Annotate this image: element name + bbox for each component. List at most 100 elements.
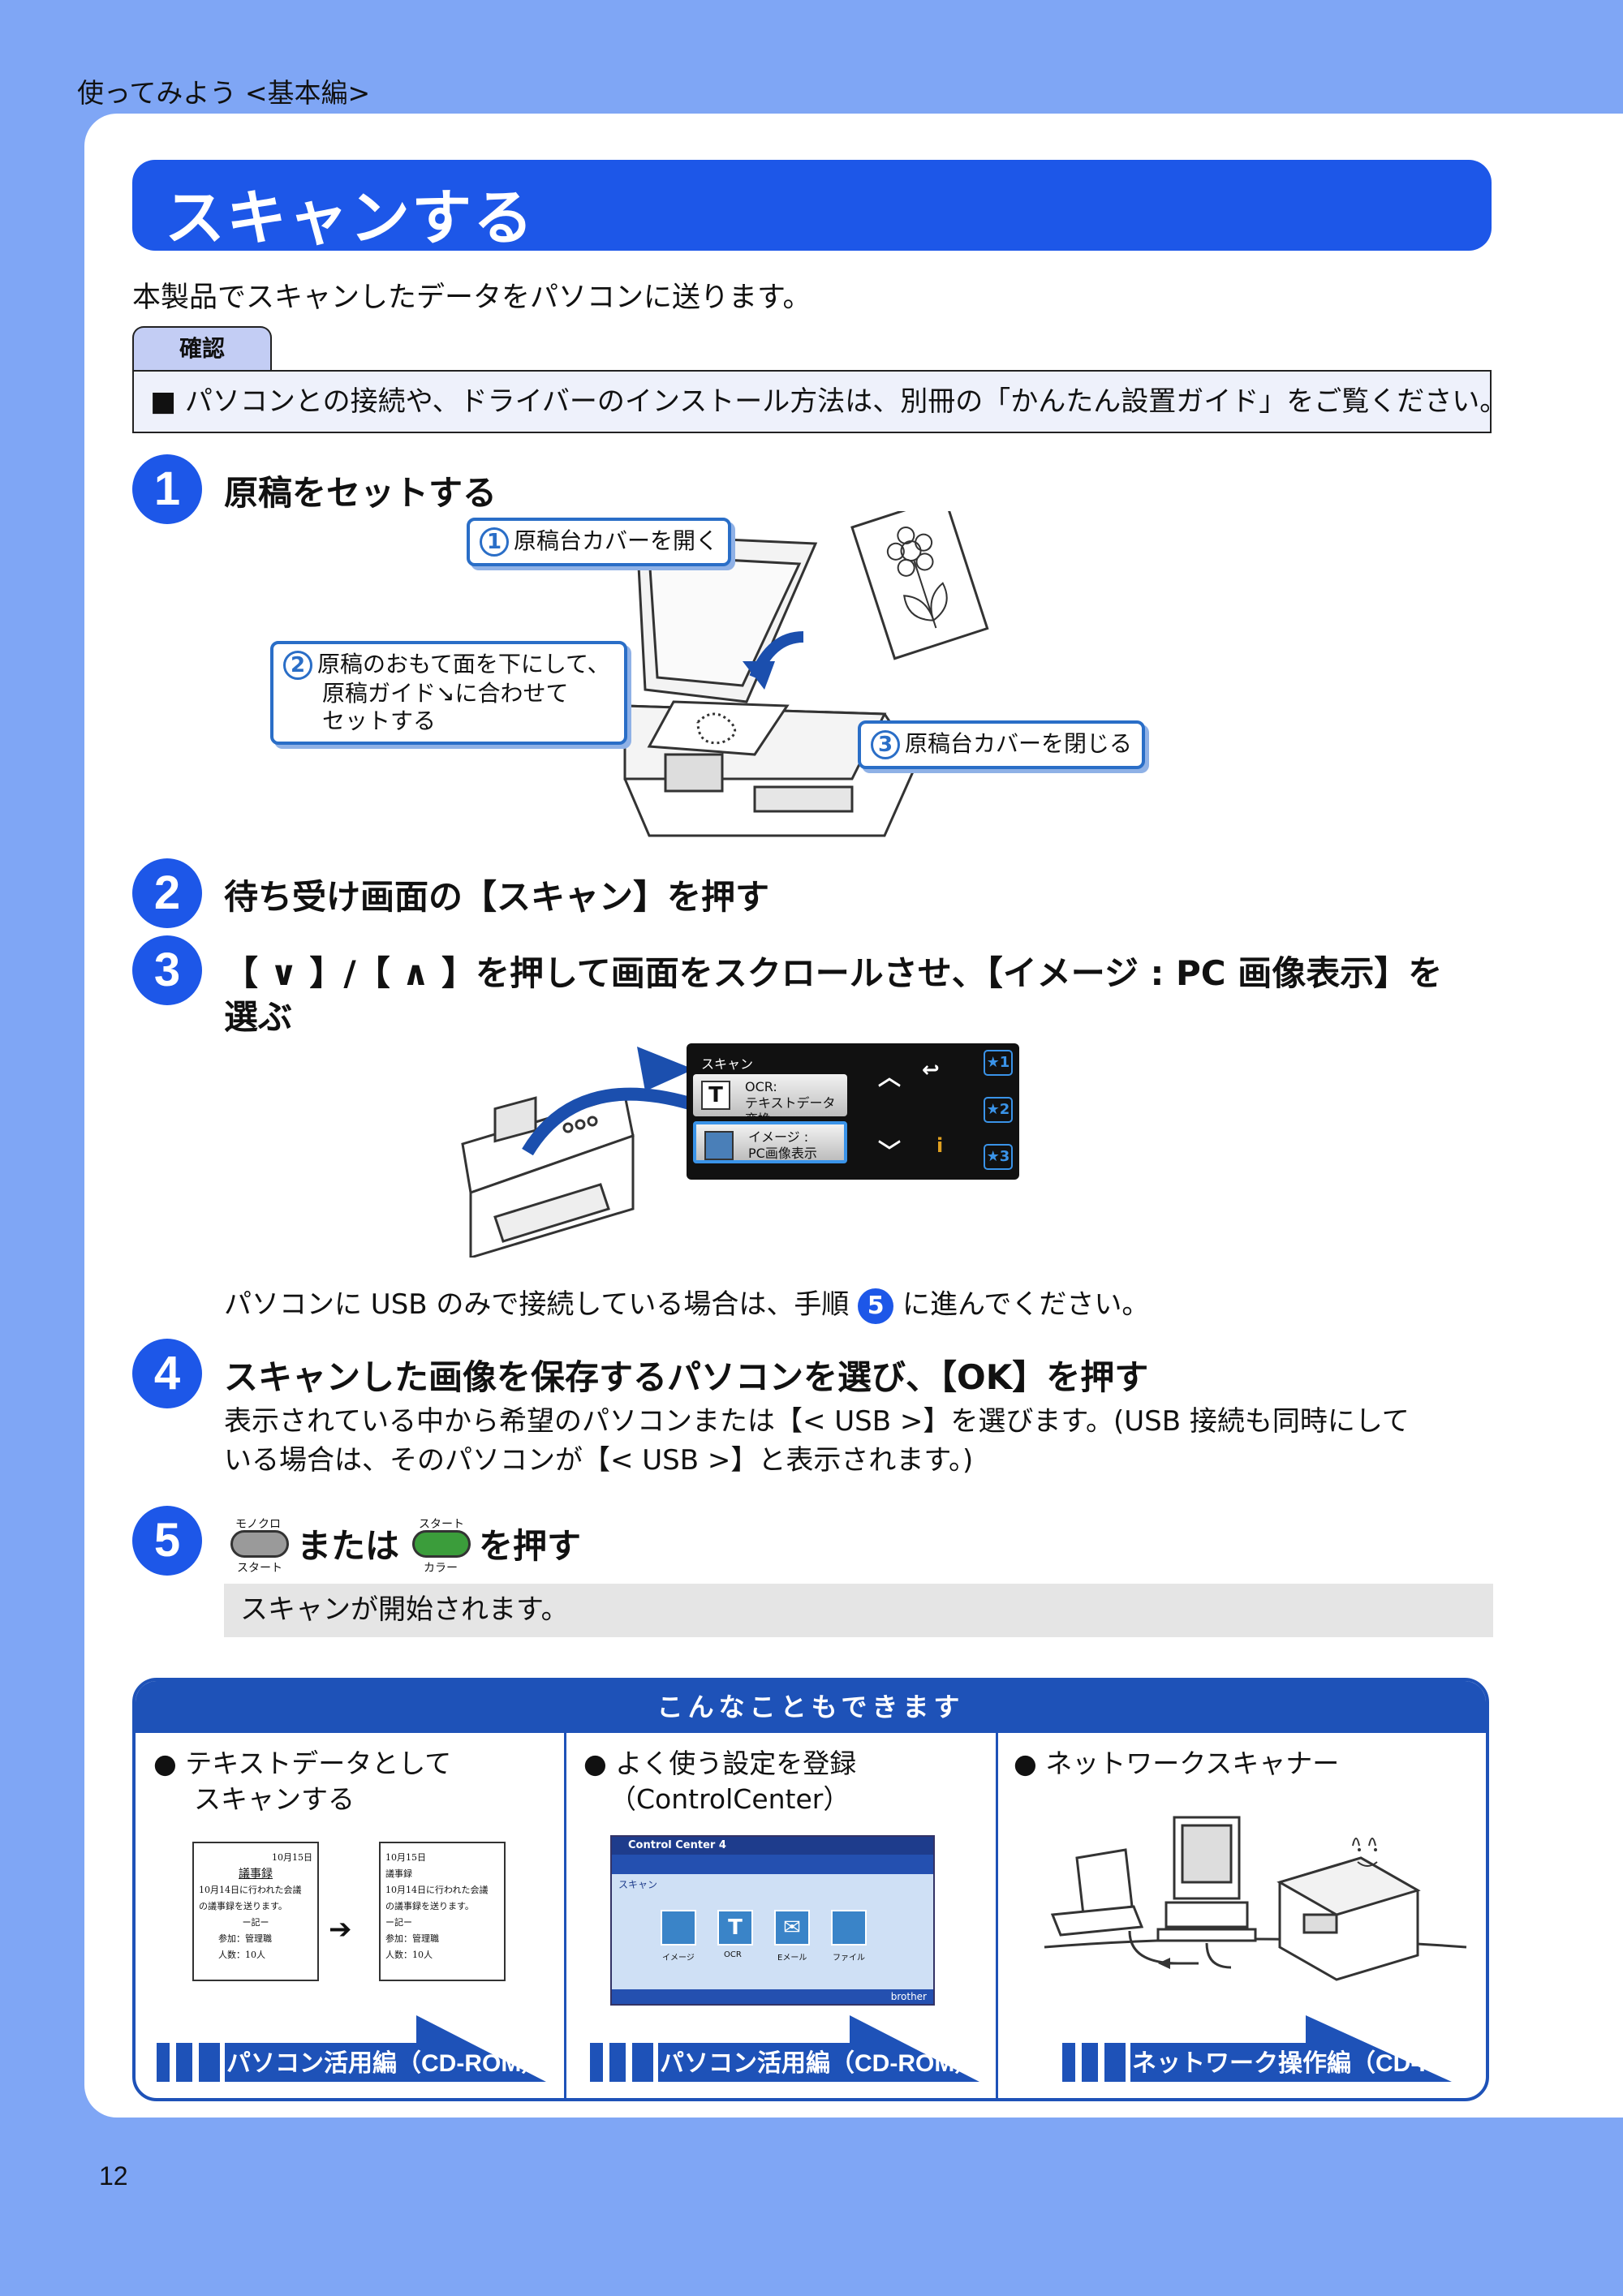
lcd-image-button[interactable]: イメージ : PC画像表示 — [693, 1121, 847, 1163]
cc-ocr-label: OCR — [724, 1950, 742, 1959]
memo-line4: 参加：管理職 — [385, 1933, 439, 1944]
cc-email-icon[interactable]: ✉ — [774, 1910, 810, 1946]
cc-brand: brother — [612, 1989, 933, 2004]
mono-label-bottom: スタート — [237, 1562, 282, 1575]
section-header: 使ってみよう <基本編> — [77, 77, 371, 109]
step-3-number: 3 — [132, 935, 202, 1005]
shortcut-2-button[interactable]: ★2 — [984, 1097, 1013, 1123]
cc-toolbar — [612, 1855, 933, 1874]
ref-band-shape — [157, 2015, 546, 2082]
info-icon[interactable]: i — [936, 1134, 944, 1157]
ref-band-shape — [1062, 2015, 1452, 2082]
ref-link-pc-guide[interactable]: パソコン活用編（CD-ROM） — [157, 2015, 546, 2083]
cc-image-icon[interactable] — [661, 1910, 696, 1946]
callout-1-number: 1 — [480, 527, 509, 557]
scan-status: スキャンが開始されます。 — [224, 1584, 1493, 1637]
cc-titlebar: Control Center 4 — [612, 1837, 933, 1855]
controlcenter-window: Control Center 4 スキャン T ✉ イメージ OCR Eメール … — [610, 1835, 935, 2006]
cc-file-icon[interactable] — [831, 1910, 867, 1946]
lcd-image-line1: イメージ : — [748, 1129, 809, 1145]
image-icon — [704, 1131, 734, 1160]
cc-tab: スキャン — [618, 1879, 658, 1890]
network-scanner-illustration — [1044, 1816, 1467, 1981]
callout-1-text: 原稿台カバーを開く — [514, 527, 719, 554]
column-divider — [996, 1733, 998, 2098]
machine-panel-illustration — [461, 1087, 690, 1258]
lcd-ocr-line1: OCR: — [745, 1079, 777, 1094]
page-number: 12 — [99, 2161, 128, 2191]
callout-3-text: 原稿台カバーを閉じる — [905, 730, 1133, 757]
col2-title-line2: （ControlCenter） — [609, 1783, 850, 1815]
confirm-note: ■ パソコンとの接続や、ドライバーのインストール方法は、別冊の「かんたん設置ガイ… — [132, 370, 1507, 433]
memo-date: 10月15日 — [272, 1852, 312, 1863]
step-4-number: 4 — [132, 1339, 202, 1408]
ref-text-col1: パソコン活用編（CD-ROM） — [226, 2050, 546, 2077]
memo-line1: 10月14日に行われた会議 — [199, 1885, 302, 1895]
color-label-top: スタート — [419, 1518, 464, 1531]
step-3-title-line1: 【 ∨ 】/【 ∧ 】を押して画面をスクロールさせ、【イメージ : PC 画像表… — [224, 953, 1443, 993]
col1-title-line1: ● テキストデータとして — [153, 1748, 452, 1779]
memo-line5: 人数：10人 — [218, 1950, 265, 1960]
lcd-ocr-button[interactable]: T OCR: テキストデータ変換 — [693, 1074, 847, 1127]
more-features-box: こんなこともできます ● テキストデータとして スキャンする 10月15日 議事… — [132, 1678, 1489, 2101]
ref-link-network-guide[interactable]: ネットワーク操作編（CD-ROM） — [1062, 2015, 1486, 2083]
step-2-number: 2 — [132, 858, 202, 928]
step-4-body-line1: 表示されている中から希望のパソコンまたは【< USB >】を選びます。(USB … — [224, 1405, 1410, 1438]
more-features-header: こんなこともできます — [136, 1681, 1486, 1733]
col1-title-line2: スキャンする — [194, 1783, 355, 1815]
mono-label-top: モノクロ — [235, 1518, 281, 1531]
page-title: スキャンする — [165, 183, 535, 253]
mono-start-button[interactable] — [230, 1530, 289, 1558]
callout-2-line2: 原稿ガイド↘に合わせて — [322, 680, 569, 707]
col2-title-line1: ● よく使う設定を登録 — [583, 1748, 857, 1779]
step-5-mid-text: または — [297, 1526, 400, 1566]
lcd-image-line2: PC画像表示 — [748, 1146, 817, 1161]
step-5-end-text: を押す — [479, 1526, 582, 1566]
text-t-icon: T — [701, 1081, 730, 1110]
step-4-body-line2: いる場合は、そのパソコンが【< USB >】と表示されます。) — [224, 1444, 974, 1477]
cc-email-label: Eメール — [777, 1954, 807, 1963]
col3-title-line1: ● ネットワークスキャナー — [1014, 1748, 1340, 1779]
callout-2-line1: 原稿のおもて面を下にして、 — [317, 651, 610, 677]
ref-text-col2: パソコン活用編（CD-ROM） — [660, 2050, 979, 2077]
step-1-number: 1 — [132, 454, 202, 524]
memo-original: 10月15日 議事録 10月14日に行われた会議 の議事録を送ります。 ー記ー … — [192, 1842, 319, 1981]
column-divider — [564, 1733, 566, 2098]
back-icon[interactable]: ↩ — [922, 1058, 940, 1082]
scroll-arrow-icon — [637, 1047, 694, 1091]
cc-ocr-icon[interactable]: T — [717, 1910, 753, 1946]
cc-image-label: イメージ — [662, 1954, 695, 1963]
memo-line3: ー記ー — [385, 1917, 412, 1928]
callout-3-number: 3 — [871, 730, 900, 759]
chevron-up-icon[interactable]: ︿ — [878, 1064, 902, 1090]
confirm-tab: 確認 — [132, 326, 272, 372]
intro-text: 本製品でスキャンしたデータをパソコンに送ります。 — [132, 282, 812, 314]
shortcut-3-button[interactable]: ★3 — [984, 1144, 1013, 1170]
title-bar: スキャンする — [132, 160, 1492, 253]
cc-file-label: ファイル — [833, 1954, 865, 1963]
memo-line2: の議事録を送ります。 — [385, 1901, 474, 1911]
memo-converted: 10月15日 議事録 10月14日に行われた会議 の議事録を送ります。 ー記ー … — [379, 1842, 506, 1981]
ref-text-col3: ネットワーク操作編（CD-ROM） — [1132, 2050, 1489, 2077]
scanner-open-illustration — [623, 511, 989, 837]
memo-line2: の議事録を送ります。 — [199, 1901, 287, 1911]
callout-2-line3: セットする — [322, 707, 437, 734]
step-1-title: 原稿をセットする — [224, 473, 497, 513]
step-3-title-line2: 選ぶ — [224, 997, 293, 1037]
shortcut-1-button[interactable]: ★1 — [984, 1050, 1013, 1076]
chevron-down-icon[interactable]: ﹀ — [878, 1138, 902, 1165]
arrow-right-icon: ➔ — [329, 1913, 352, 1946]
memo-heading: 議事録 — [385, 1868, 412, 1879]
ref-link-pc-guide-2[interactable]: パソコン活用編（CD-ROM） — [590, 2015, 979, 2083]
step-5-ref-badge: 5 — [858, 1288, 894, 1324]
callout-2-number: 2 — [283, 651, 312, 680]
memo-line1: 10月14日に行われた会議 — [385, 1885, 489, 1895]
ref-band-shape — [590, 2015, 979, 2082]
color-start-button[interactable] — [412, 1530, 471, 1558]
memo-heading: 議事録 — [239, 1868, 273, 1881]
memo-line3: ー記ー — [242, 1917, 269, 1928]
step-2-title: 待ち受け画面の【スキャン】を押す — [224, 877, 770, 917]
